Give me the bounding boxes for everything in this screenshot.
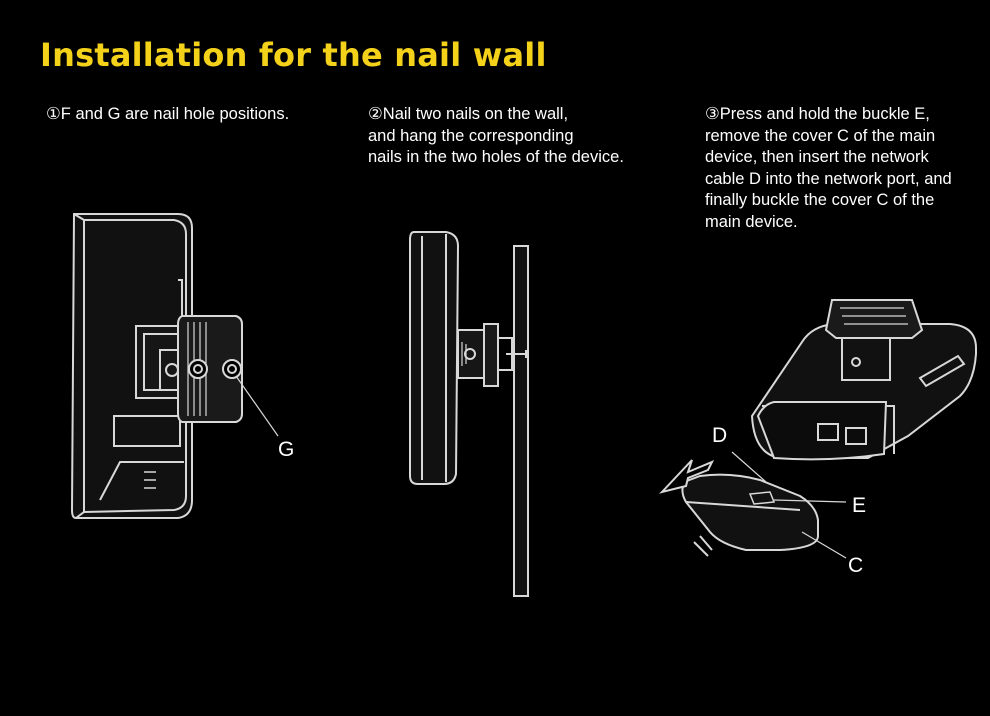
label-g: G [278, 438, 294, 461]
figure-device-back: G [60, 200, 320, 540]
page-title: Installation for the nail wall [40, 36, 547, 74]
label-d: D [712, 424, 727, 447]
step-1-instruction: ①F and G are nail hole positions. [46, 105, 290, 123]
figure-side-view [400, 220, 550, 610]
figure-cover-removal: D E C [650, 286, 990, 586]
step-3-instruction: ③Press and hold the buckle E, remove the… [705, 105, 952, 231]
step-2-instruction: ②Nail two nails on the wall, and hang th… [368, 105, 624, 166]
label-e: E [852, 494, 866, 517]
label-c: C [848, 554, 863, 577]
